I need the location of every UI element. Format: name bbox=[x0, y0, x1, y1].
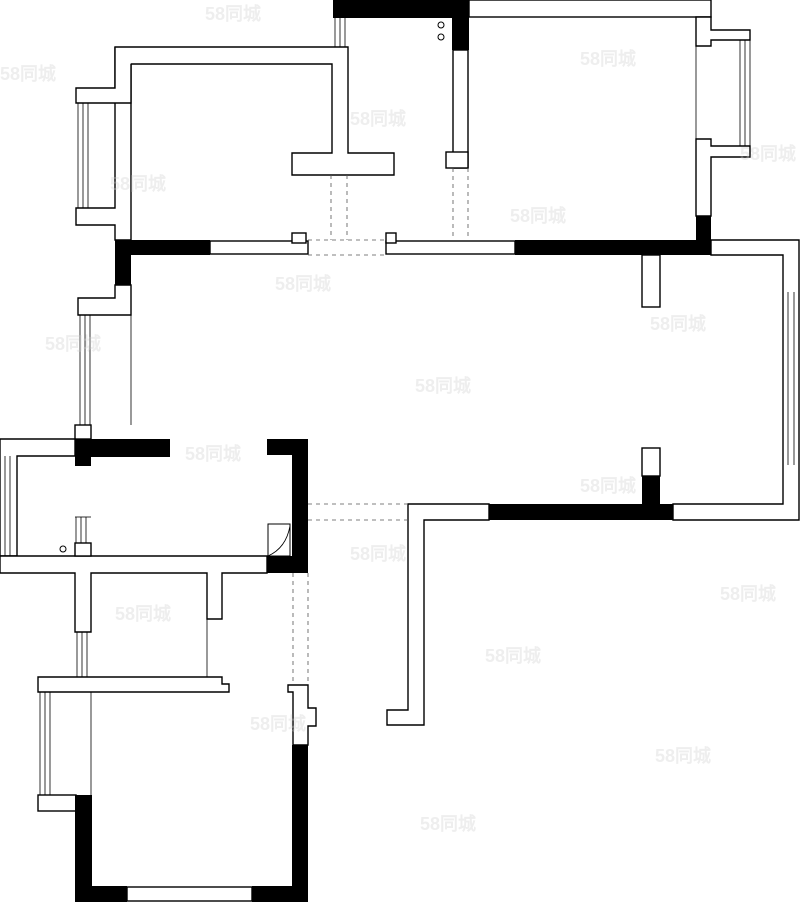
wall-bath-bottom-black bbox=[267, 556, 292, 573]
wall-right-black bbox=[696, 216, 711, 240]
left-middle-walls bbox=[74, 284, 132, 440]
stove-burner-icon bbox=[437, 33, 445, 41]
watermark: 58同城 bbox=[655, 745, 711, 766]
wall-mid-stub bbox=[445, 151, 469, 169]
wall-bath-right-black bbox=[267, 439, 308, 455]
watermark-layer: 58同城 58同城 58同城 58同城 58同城 58同城 58同城 58同城 … bbox=[0, 3, 796, 834]
wall-left-mid-stub bbox=[74, 424, 92, 440]
wall-corridor-stub-2 bbox=[385, 232, 397, 244]
stove-burner-icon bbox=[437, 21, 445, 29]
watermark: 58同城 bbox=[350, 543, 406, 564]
wall-lower-left-black bbox=[75, 795, 92, 902]
wall-lower-bottom-black-left bbox=[75, 886, 127, 902]
watermark: 58同城 bbox=[650, 313, 706, 334]
wall-bath-bottom bbox=[0, 555, 268, 633]
watermark: 58同城 bbox=[110, 173, 166, 194]
wall-lower-room-top bbox=[37, 676, 230, 693]
wall-mid-vertical bbox=[452, 49, 469, 169]
watermark: 58同城 bbox=[580, 48, 636, 69]
top-left-room-walls bbox=[75, 46, 395, 241]
living-room-walls bbox=[386, 239, 800, 726]
wall-corridor-black-right bbox=[515, 240, 711, 255]
watermark: 58同城 bbox=[485, 645, 541, 666]
watermark: 58同城 bbox=[350, 108, 406, 129]
wall-corridor-black-left bbox=[115, 240, 210, 255]
watermark: 58同城 bbox=[45, 333, 101, 354]
wall-lower-room-right-top bbox=[287, 684, 317, 746]
watermark: 58同城 bbox=[275, 273, 331, 294]
wall-corridor-segment-2 bbox=[385, 240, 516, 255]
center-left-room-walls bbox=[0, 438, 408, 685]
wall-living-bottom-black bbox=[489, 504, 673, 520]
wall-top-center bbox=[333, 0, 469, 18]
wall-bath-top-black-2 bbox=[75, 457, 91, 466]
wall-lower-left-stub bbox=[37, 794, 77, 812]
main-corridor-walls bbox=[115, 168, 711, 285]
wall-bath-right-black-2 bbox=[292, 455, 308, 573]
window-lower-bottom bbox=[126, 886, 253, 902]
wall-top-right-outline-2 bbox=[695, 16, 751, 47]
wall-lower-room-right-black bbox=[292, 745, 308, 902]
wall-top-left-upper-bay bbox=[75, 47, 132, 104]
wall-top-right-outline bbox=[468, 0, 712, 18]
wall-living-column-top bbox=[641, 254, 661, 308]
shower-curve bbox=[267, 525, 291, 557]
wall-top-center-right bbox=[452, 0, 469, 50]
watermark: 58同城 bbox=[0, 63, 56, 84]
watermark: 58同城 bbox=[115, 603, 171, 624]
wall-living-column-bottom bbox=[641, 447, 661, 477]
wall-left-mid-bay bbox=[77, 284, 132, 316]
wall-top-left-outline bbox=[75, 46, 395, 241]
wall-living-bottom-left bbox=[386, 503, 490, 726]
drain-icon bbox=[59, 545, 67, 553]
wall-lower-bottom-black-right bbox=[252, 886, 308, 902]
watermark: 58同城 bbox=[740, 143, 796, 164]
lower-left-room-walls bbox=[37, 619, 317, 902]
wall-corridor-segment-1 bbox=[209, 240, 309, 255]
wall-bath-left-outline bbox=[0, 438, 76, 557]
shower-corner-icon bbox=[267, 523, 291, 557]
watermark: 58同城 bbox=[580, 475, 636, 496]
watermark: 58同城 bbox=[185, 443, 241, 464]
wall-bath-top-black bbox=[75, 439, 170, 457]
watermark: 58同城 bbox=[720, 583, 776, 604]
wall-bath-inner-stub bbox=[74, 542, 92, 557]
top-middle-room-walls bbox=[333, 0, 712, 169]
wall-living-right-outline bbox=[672, 239, 800, 521]
watermark: 58同城 bbox=[510, 205, 566, 226]
wall-left-black-column bbox=[115, 255, 131, 285]
wall-corridor-stub-1 bbox=[291, 232, 307, 244]
watermark: 58同城 bbox=[250, 713, 306, 734]
watermark: 58同城 bbox=[205, 3, 261, 24]
top-right-room-walls bbox=[695, 16, 751, 240]
watermark: 58同城 bbox=[415, 375, 471, 396]
watermark: 58同城 bbox=[420, 813, 476, 834]
